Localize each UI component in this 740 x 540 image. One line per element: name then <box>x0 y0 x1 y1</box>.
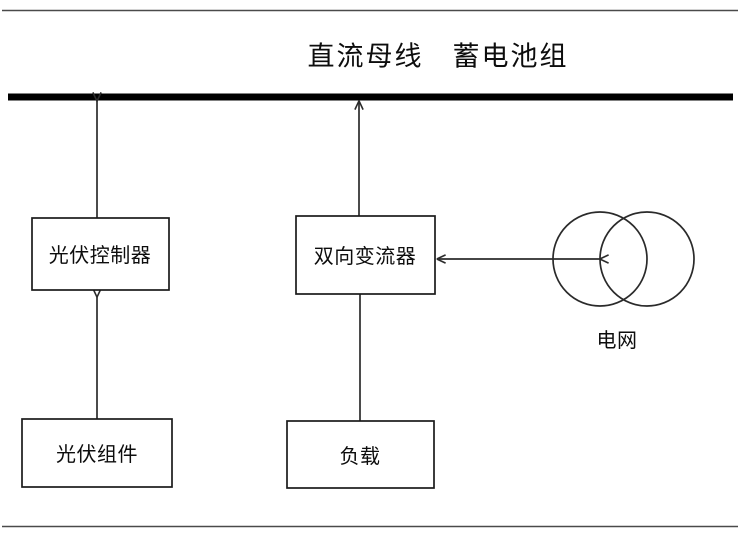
power-grid-circle-right <box>599 211 695 307</box>
block-label-pv-controller: 光伏控制器 <box>48 243 152 267</box>
block-label-load: 负载 <box>339 444 381 468</box>
block-load[interactable] <box>286 420 435 489</box>
block-bidirectional-converter[interactable] <box>295 215 436 295</box>
power-grid-circle-left <box>552 211 648 307</box>
block-pv-module[interactable] <box>21 418 173 488</box>
block-pv-controller[interactable] <box>31 217 170 291</box>
block-label-bidirectional-converter: 双向变流器 <box>313 244 417 268</box>
block-label-pv-module: 光伏组件 <box>56 442 138 466</box>
diagram-title: 直流母线 蓄电池组 <box>307 41 569 73</box>
power-grid-label: 电网 <box>596 328 638 352</box>
